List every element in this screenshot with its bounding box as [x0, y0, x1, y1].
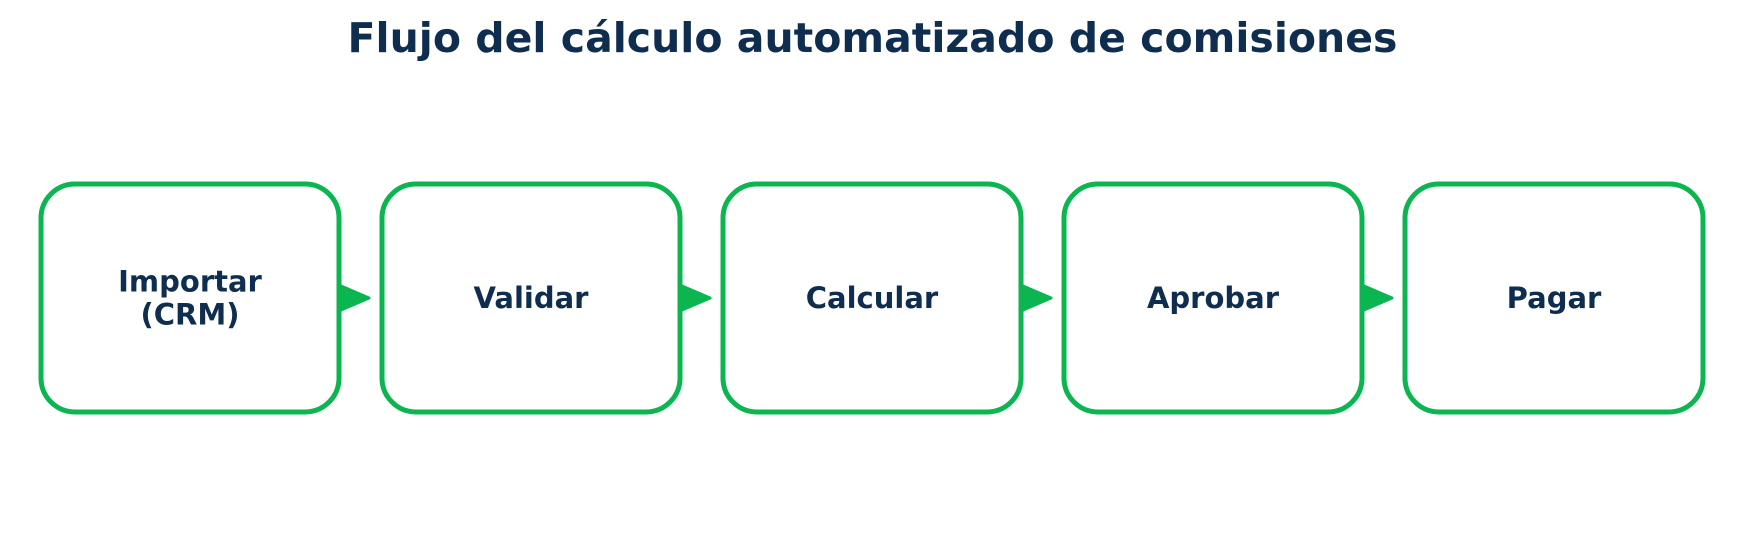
step-box — [1402, 181, 1706, 415]
step-label-line: (CRM) — [141, 298, 240, 332]
step-label: Importar(CRM) — [118, 265, 262, 332]
flow-arrow-1 — [339, 284, 371, 312]
step-box — [379, 181, 683, 415]
step-label: Pagar — [1507, 281, 1602, 315]
flow-step-3: Calcular — [720, 181, 1024, 415]
step-box — [38, 181, 342, 415]
flow-step-1: Importar(CRM) — [38, 181, 342, 415]
step-label-line: Pagar — [1507, 281, 1602, 315]
flow-arrow-2 — [680, 284, 712, 312]
flow-step-4: Aprobar — [1061, 181, 1365, 415]
flow-step-2: Validar — [379, 181, 683, 415]
flow-arrow-4 — [1362, 284, 1394, 312]
step-label-line: Importar — [118, 265, 262, 299]
flow-arrow-3 — [1021, 284, 1053, 312]
step-label: Validar — [474, 281, 590, 315]
step-label-line: Validar — [474, 281, 590, 315]
step-label-line: Aprobar — [1147, 281, 1280, 315]
step-label: Calcular — [806, 281, 939, 315]
step-label: Aprobar — [1147, 281, 1280, 315]
step-box — [720, 181, 1024, 415]
step-box — [1061, 181, 1365, 415]
step-label-line: Calcular — [806, 281, 939, 315]
diagram-title: Flujo del cálculo automatizado de comisi… — [347, 14, 1398, 62]
flow-step-5: Pagar — [1402, 181, 1706, 415]
